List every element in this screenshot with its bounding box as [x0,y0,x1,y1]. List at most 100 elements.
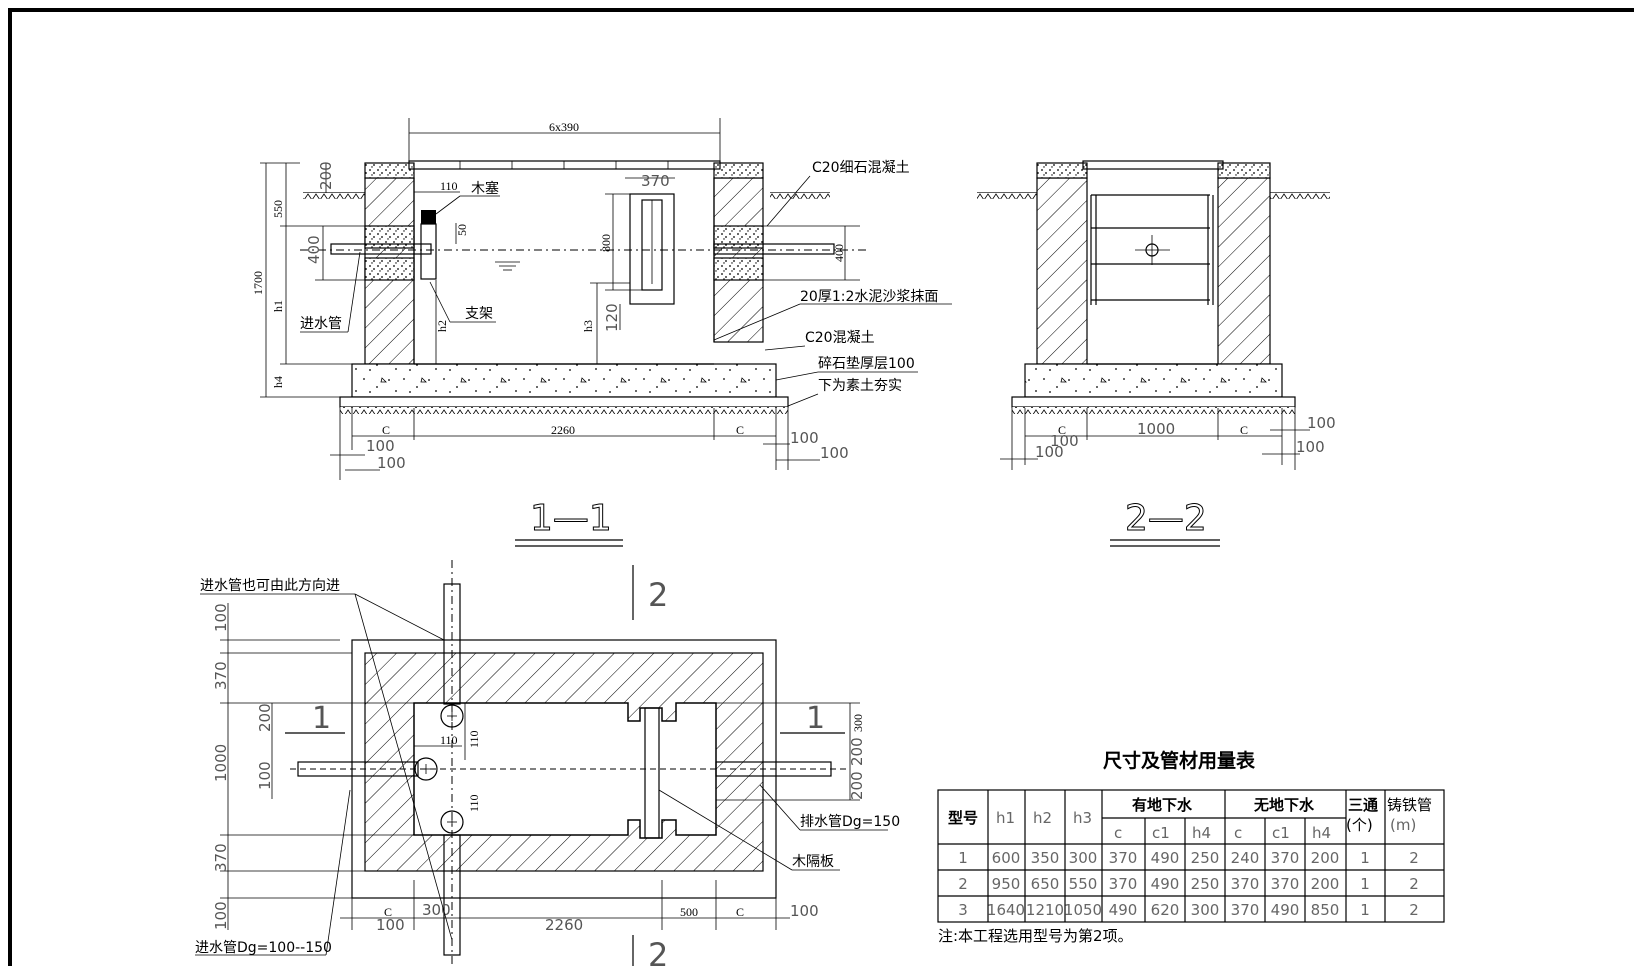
th-sub-4: c1 [1272,824,1290,842]
dim-h1: h1 [271,300,285,312]
table-cell: 850 [1311,901,1340,919]
label-inlet: 进水管 [300,316,342,332]
table-cell: 950 [992,875,1021,893]
plan-dim-200-r2: 200 [848,771,866,800]
th-sub-5: h4 [1312,824,1331,842]
table-cell: 370 [1271,875,1300,893]
table-cell: 620 [1151,901,1180,919]
table-cell: 2 [958,875,968,893]
dim-100-d: 100 [820,444,849,462]
dim-h4: h4 [271,376,285,388]
th-tee-unit: (个) [1346,816,1373,834]
th-sub-3: c [1234,824,1242,842]
plan-section-1-right: 1 [806,701,825,736]
table-cell: 1640 [987,901,1025,919]
table-cell: 1 [1360,875,1370,893]
label-gravel: 碎石垫厚层100 [818,356,915,372]
table-cell: 1210 [1026,901,1064,919]
dim-h3: h3 [581,320,595,332]
cut-mark-top: 2 [648,576,668,614]
th-h2: h2 [1033,809,1052,827]
section-title-2-2: 2—2 [1125,498,1207,539]
table-cell: 300 [1069,849,1098,867]
dim-h2: h2 [435,320,449,332]
dim2-100-a: 100 [1050,432,1079,450]
dim-370: 370 [641,172,670,190]
dim-c-right: C [736,423,744,437]
table-cell: 3 [958,901,968,919]
label-support: 支架 [465,306,493,322]
dim2-c-left: C [1058,423,1066,437]
dim-200: 200 [317,161,335,190]
th-sub-0: c [1114,824,1122,842]
base-concrete [351,363,777,398]
table-cell: 200 [1311,849,1340,867]
label-soil: 下为素土夯实 [818,378,902,394]
plan-dim-100-b1: 100 [376,916,405,934]
table-cell: 370 [1231,901,1260,919]
dim-800: 800 [599,234,613,252]
plan-dim-370-bot: 370 [212,843,230,872]
dim-top-width: 6x390 [549,120,579,134]
table-cell: 1050 [1064,901,1102,919]
section-1-1: 6x390 [251,118,952,547]
dim2-100-b: 100 [1035,443,1064,461]
label-inlet-direction: 进水管也可由此方向进 [200,578,340,594]
dim2-c-right: C [1240,423,1248,437]
plan-dim-110-v1: 110 [467,730,481,748]
material-table: 尺寸及管材用量表 型号 h1 h2 h3 有地下水 无地下水 三通 (个) 铸铁… [937,749,1445,945]
plan-dim-100-b2: 100 [790,902,819,920]
plan-dim-100-bot: 100 [212,901,230,930]
dim-100-a: 100 [366,437,395,455]
plan-view: 2 2 1 1 100 370 1 [195,560,900,966]
section-2-2: C 1000 C 100 100 100 100 2—2 [977,160,1336,547]
table-cell: 1 [958,849,968,867]
table-cell: 490 [1151,849,1180,867]
dim-400-right: 400 [832,244,846,262]
section-title-1-1: 1—1 [530,498,612,539]
table-cell: 490 [1151,875,1180,893]
table-cell: 2 [1409,901,1419,919]
dim2-100-c: 100 [1307,414,1336,432]
dim-100-b: 100 [377,454,406,472]
table-cell: 370 [1109,875,1138,893]
plan-dim-300-b: 300 [422,901,451,919]
label-plug: 木塞 [471,180,499,197]
label-c20: C20混凝土 [805,330,875,346]
table-cell: 250 [1191,875,1220,893]
table-cell: 1 [1360,901,1370,919]
plan-dim-100-l: 100 [256,761,274,790]
plan-section-1-left: 1 [312,701,331,736]
table-title: 尺寸及管材用量表 [1103,749,1256,772]
dim-c-left: C [382,423,390,437]
label-inlet-dg: 进水管Dg=100--150 [195,940,332,956]
plan-dim-200-l: 200 [256,703,274,732]
plan-dim-100-top: 100 [212,603,230,632]
dim-50: 50 [455,224,469,236]
dim-120: 120 [603,303,621,332]
dim-100-c: 100 [790,429,819,447]
table-cell: 650 [1031,875,1060,893]
th-without-groundwater: 无地下水 [1253,796,1315,814]
th-iron-unit: (m) [1390,816,1416,834]
th-iron: 铸铁管 [1387,796,1432,814]
cut-mark-bottom: 2 [648,936,668,966]
table-cell: 490 [1109,901,1138,919]
table-cell: 350 [1031,849,1060,867]
plan-dim-500: 500 [680,905,698,919]
th-model: 型号 [948,809,978,827]
plan-dim-c-right: C [736,905,744,919]
dim-550: 550 [271,200,285,218]
table-cell: 370 [1231,875,1260,893]
plan-dim-1000: 1000 [212,744,230,782]
table-cell: 200 [1311,875,1340,893]
plan-dim-110-h: 110 [440,733,458,747]
table-cell: 370 [1109,849,1138,867]
dim-1700: 1700 [251,271,265,295]
th-h1: h1 [996,809,1015,827]
label-c20-fine: C20细石混凝土 [812,160,910,176]
th-sub-2: h4 [1192,824,1211,842]
drawing-frame [8,8,1634,966]
th-h3: h3 [1073,809,1092,827]
table-note: 注:本工程选用型号为第2项。 [938,927,1133,945]
